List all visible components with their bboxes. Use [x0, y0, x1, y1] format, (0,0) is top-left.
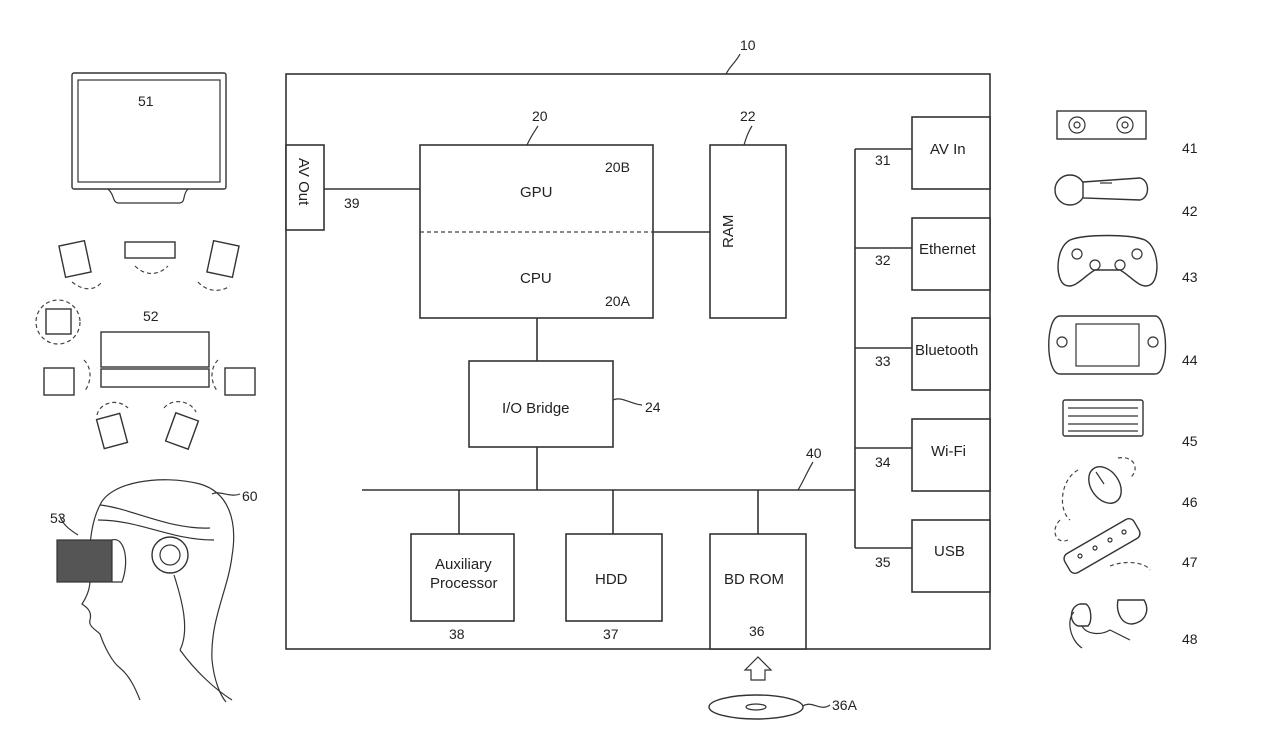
aux-processor-label-2: Processor — [430, 575, 498, 592]
gpu-ref: 20B — [605, 159, 630, 175]
head-mounted-display-icon: 53 60 — [50, 480, 258, 702]
port-av-in-label: AV In — [930, 141, 966, 158]
stereo-camera-icon: 41 — [1057, 111, 1198, 156]
keyboard-icon: 45 — [1063, 400, 1198, 449]
disc-icon — [709, 695, 803, 719]
user-leader — [212, 493, 240, 495]
tv-icon: 51 — [72, 73, 226, 203]
cpu-label: CPU — [520, 270, 552, 287]
remote-control-icon: 47 — [1055, 516, 1198, 575]
insert-arrow-icon — [745, 657, 771, 680]
io-bridge-label: I/O Bridge — [502, 400, 570, 417]
port-ethernet-ref: 32 — [875, 252, 891, 268]
gamepad-icon: 43 — [1058, 236, 1198, 287]
ram-label: RAM — [720, 215, 737, 248]
surround-speakers-icon: 52 — [36, 241, 255, 450]
disc-ref: 36A — [832, 697, 858, 713]
aux-processor-label-1: Auxiliary — [435, 556, 492, 573]
processor-ref: 20 — [532, 108, 548, 124]
peripheral-ref-44: 44 — [1182, 352, 1198, 368]
mouse-icon: 46 — [1062, 458, 1197, 520]
bus-ref: 40 — [806, 445, 822, 461]
port-wifi-ref: 34 — [875, 454, 891, 470]
port-usb-label: USB — [934, 543, 965, 560]
av-out-ref: 39 — [344, 195, 360, 211]
motion-controller-icon: 42 — [1055, 175, 1198, 219]
peripheral-ref-41: 41 — [1182, 140, 1198, 156]
disc-insertion: 36A — [709, 657, 858, 719]
peripheral-ref-43: 43 — [1182, 269, 1198, 285]
gpu-label: GPU — [520, 184, 553, 201]
speakers-ref: 52 — [143, 308, 159, 324]
handheld-console-icon: 44 — [1049, 316, 1198, 374]
port-ethernet-label: Ethernet — [919, 241, 977, 258]
peripheral-ref-46: 46 — [1182, 494, 1198, 510]
bd-rom-ref: 36 — [749, 623, 765, 639]
bd-rom-label: BD ROM — [724, 571, 784, 588]
hdd-ref: 37 — [603, 626, 619, 642]
bd-rom-block: BD ROM 36 — [710, 534, 806, 649]
disc-leader — [803, 704, 830, 707]
port-usb-ref: 35 — [875, 554, 891, 570]
peripheral-ref-48: 48 — [1182, 631, 1198, 647]
port-av-in-ref: 31 — [875, 152, 891, 168]
ram-ref: 22 — [740, 108, 756, 124]
hmd-ref: 53 — [50, 510, 66, 526]
user-ref: 60 — [242, 488, 258, 504]
aux-processor-ref: 38 — [449, 626, 465, 642]
av-out-label: AV Out — [295, 158, 312, 206]
hdd-label: HDD — [595, 571, 628, 588]
peripheral-ref-45: 45 — [1182, 433, 1198, 449]
port-wifi-label: Wi-Fi — [931, 443, 966, 460]
tv-ref: 51 — [138, 93, 154, 109]
headset-icon: 48 — [1070, 600, 1198, 648]
port-bluetooth-label: Bluetooth — [915, 342, 978, 359]
port-bluetooth-ref: 33 — [875, 353, 891, 369]
peripheral-ref-42: 42 — [1182, 203, 1198, 219]
io-bridge-ref: 24 — [645, 399, 661, 415]
system-ref: 10 — [740, 37, 756, 53]
cpu-ref: 20A — [605, 293, 631, 309]
peripheral-ref-47: 47 — [1182, 554, 1198, 570]
system-leader — [726, 54, 740, 74]
